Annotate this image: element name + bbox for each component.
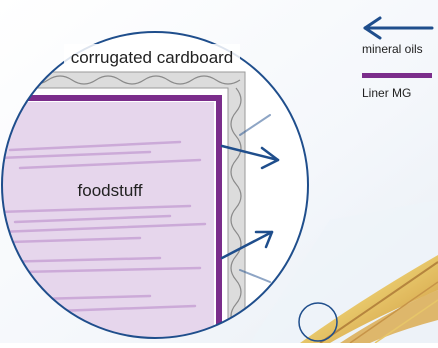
legend-liner-swatch [362, 73, 432, 78]
magnified-view [2, 32, 308, 338]
legend-label-mineral-oils: mineral oils [362, 42, 423, 56]
liner-mg [2, 95, 222, 338]
small-magnifier-circle [298, 302, 338, 342]
wheat-decoration [300, 255, 438, 344]
label-foodstuff: foodstuff [78, 181, 143, 200]
cardboard-right-flute [230, 87, 242, 338]
outer-arrow-trails [239, 114, 271, 283]
label-corrugated-cardboard: corrugated cardboard [71, 48, 234, 67]
magnifier-circle [1, 31, 309, 339]
legend-arrowhead-icon [363, 16, 382, 40]
legend: mineral oils Liner MG [362, 16, 434, 100]
cardboard-layer [2, 71, 246, 338]
legend-item-liner-mg: Liner MG [362, 73, 432, 100]
legend-item-mineral-oils: mineral oils [362, 16, 434, 56]
legend-label-liner-mg: Liner MG [362, 86, 411, 100]
pasta-strands [2, 140, 207, 314]
mineral-oil-arrows [220, 144, 280, 260]
cardboard-label-bg [64, 44, 240, 70]
